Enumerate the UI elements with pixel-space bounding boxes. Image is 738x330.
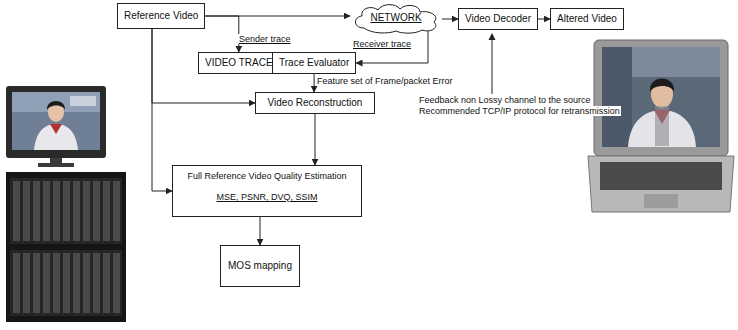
metric-list: MSE, PSNR, DVQ, SSIM: [216, 192, 317, 203]
source-box: Reference Video: [117, 3, 205, 29]
process-box: MOS mapping: [220, 245, 300, 287]
laptop-illustration: [588, 40, 734, 212]
flow-arrow: [152, 29, 172, 191]
estimation-box: Full Reference Video Quality EstimationM…: [172, 165, 362, 217]
flow-arrow: [538, 19, 550, 20]
feedback-leader: [489, 33, 496, 94]
flow-arrow: [205, 16, 239, 52]
output-box: Altered Video: [550, 8, 624, 30]
process-box: Trace Evaluator: [272, 52, 356, 74]
flow-arrow: [260, 217, 261, 245]
edge-label: Sender trace: [238, 34, 292, 44]
note-text: Recommended TCP/IP protocol for retransm…: [418, 106, 621, 116]
node-label: Video Decoder: [465, 13, 531, 25]
edge-label: Receiver trace: [352, 39, 412, 49]
flow-arrow: [315, 114, 316, 165]
node-label: NETWORK: [370, 12, 421, 24]
node-label: Altered Video: [557, 13, 617, 25]
network-cloud: NETWORK: [350, 2, 442, 34]
process-box: Video Reconstruction: [255, 92, 375, 114]
node-label: Trace Evaluator: [279, 57, 349, 69]
note-text: Feedback non Lossy channel to the source: [418, 95, 592, 105]
node-label: Reference Video: [124, 10, 198, 22]
flow-arrow: [442, 19, 458, 20]
node-label: VIDEO TRACE: [205, 57, 273, 69]
process-box: Video Decoder: [458, 8, 538, 30]
server-rack-illustration: [6, 172, 126, 322]
node-label: MOS mapping: [228, 260, 292, 272]
monitor-illustration: [6, 86, 106, 167]
node-label: Full Reference Video Quality Estimation: [188, 171, 347, 182]
edge-label: Feature set of Frame/packet Error: [316, 76, 454, 86]
node-label: Video Reconstruction: [268, 97, 363, 109]
process-box: VIDEO TRACE: [198, 52, 280, 74]
flow-arrow: [314, 74, 315, 92]
